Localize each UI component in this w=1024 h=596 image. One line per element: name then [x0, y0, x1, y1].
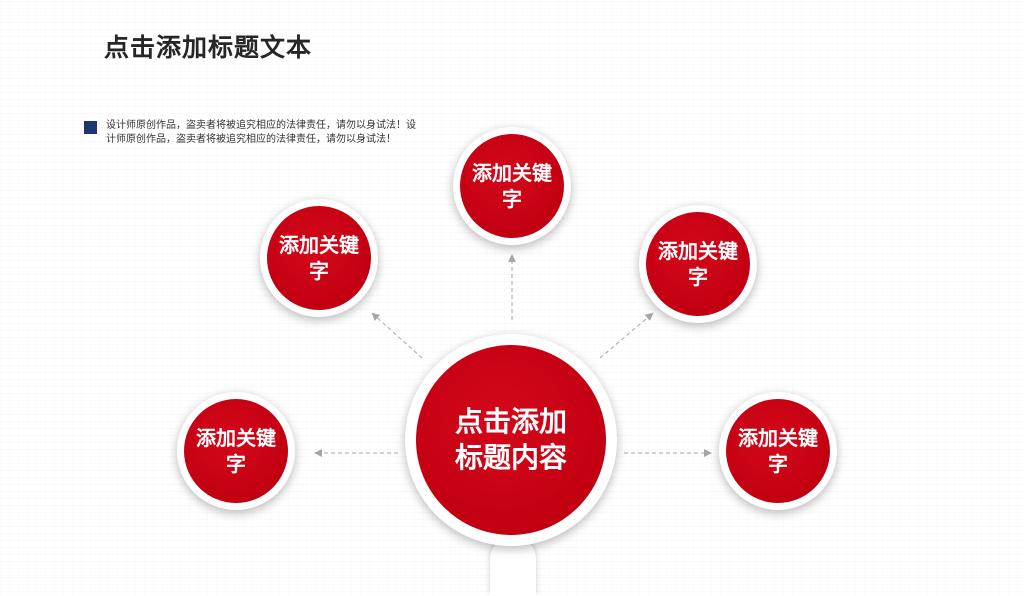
note-marker-square [84, 121, 97, 134]
keyword-node-upper-left: 添加关键字 [260, 199, 378, 317]
keyword-node-label: 添加关键字 [267, 206, 371, 310]
page-title: 点击添加标题文本 [104, 33, 313, 62]
keyword-node-label: 添加关键字 [646, 212, 750, 316]
note-text: 设计师原创作品，盗卖者将被追究相应的法律责任，请勿以身试法！设计师原创作品，盗卖… [106, 120, 416, 145]
keyword-node-label: 添加关键字 [726, 399, 830, 503]
keyword-node-upper-right: 添加关键字 [639, 205, 757, 323]
keyword-node-label: 添加关键字 [460, 134, 564, 238]
keyword-node-top: 添加关键字 [453, 127, 571, 245]
keyword-node-right: 添加关键字 [719, 392, 837, 510]
keyword-node-label: 添加关键字 [184, 399, 288, 503]
center-node-label: 点击添加标题内容 [416, 345, 606, 535]
keyword-node-left: 添加关键字 [177, 392, 295, 510]
center-node: 点击添加标题内容 [405, 334, 617, 546]
connector-upper-left [371, 312, 423, 359]
connector-upper-right [599, 312, 654, 359]
connector-arrows [314, 254, 712, 457]
